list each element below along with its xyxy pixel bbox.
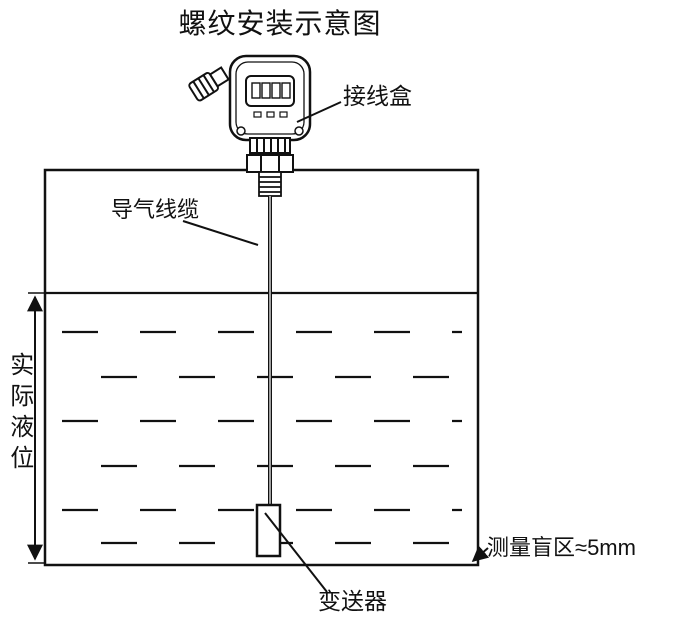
blind-zone-leader xyxy=(471,545,490,563)
junction-box-label: 接线盒 xyxy=(343,83,412,109)
hex-nut xyxy=(246,154,294,173)
cable-gland-icon xyxy=(188,66,230,102)
vent-cable-leader xyxy=(182,220,259,246)
actual-level-label: 实际液位 xyxy=(5,352,33,476)
thread xyxy=(258,171,282,197)
lcd-display-icon xyxy=(245,75,295,118)
neck-ribs xyxy=(249,137,291,154)
diagram-title: 螺纹安装示意图 xyxy=(178,8,382,39)
vent-cable-label: 导气线缆 xyxy=(111,197,200,222)
transmitter-leader xyxy=(264,512,328,593)
junction-box-leader xyxy=(296,101,342,123)
level-dimension-arrow xyxy=(27,292,46,564)
blind-zone-label: 测量盲区≈5mm xyxy=(487,535,636,560)
probe-body xyxy=(255,503,282,558)
leader-lines xyxy=(182,101,490,593)
transmitter-head-drawing xyxy=(188,54,312,197)
transmitter-label: 变送器 xyxy=(318,588,387,614)
